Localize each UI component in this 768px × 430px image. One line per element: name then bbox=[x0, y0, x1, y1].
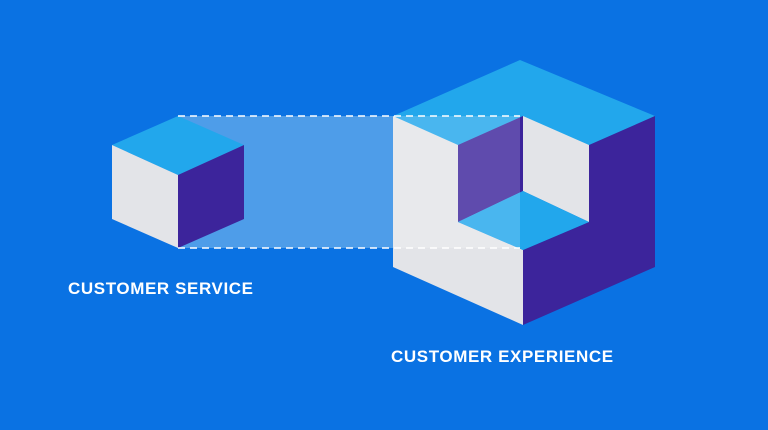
small-cube-left-face bbox=[112, 145, 178, 248]
small-cube-icon bbox=[112, 116, 244, 248]
small-cube-top-face bbox=[112, 116, 244, 175]
customer-service-label: CUSTOMER SERVICE bbox=[68, 279, 254, 298]
notch-back-right-wall bbox=[523, 116, 589, 222]
customer-experience-label: CUSTOMER EXPERIENCE bbox=[391, 347, 614, 366]
notch-back-left-wall bbox=[458, 116, 523, 222]
notch-floor bbox=[458, 191, 589, 250]
large-block-icon bbox=[393, 60, 655, 325]
small-cube-right-face bbox=[178, 145, 244, 248]
connector-overlay bbox=[393, 116, 520, 248]
